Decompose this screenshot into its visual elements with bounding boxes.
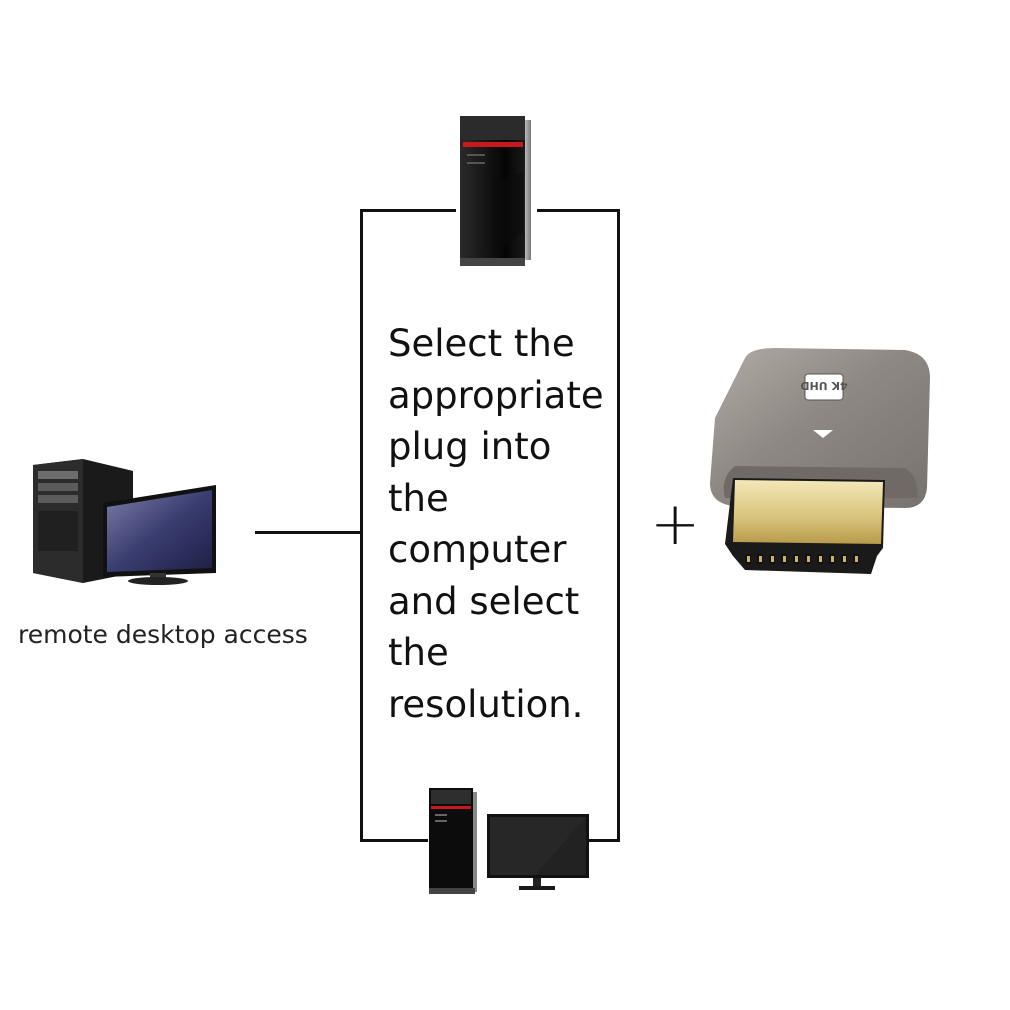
- adapter-badge: 4K UHD: [800, 379, 847, 392]
- instruction-line: computer: [388, 528, 567, 571]
- instruction-line: the: [388, 476, 449, 520]
- connector-top-left: [360, 209, 456, 212]
- instruction-text: Select the appropriate plug into the com…: [388, 318, 613, 730]
- remote-desktop-label: remote desktop access: [18, 620, 308, 649]
- hdmi-dummy-plug-icon: 4K UHD: [710, 348, 930, 574]
- plus-sign: +: [650, 489, 701, 559]
- pc-monitor-icon: [429, 788, 589, 894]
- instruction-line: appropriate: [388, 373, 604, 417]
- instruction-line: resolution.: [388, 682, 584, 726]
- connector-left-vertical: [360, 209, 363, 842]
- instruction-line: Select the: [388, 322, 575, 365]
- connector-top-right: [537, 209, 620, 212]
- instruction-line: the: [388, 631, 449, 674]
- connector-right-vertical: [617, 209, 620, 842]
- instruction-line: and select: [388, 579, 580, 623]
- desktop-computer-icon: [33, 459, 216, 585]
- connector-to-remote: [255, 531, 361, 534]
- tower-pc-icon: [460, 116, 531, 266]
- connector-bottom-right: [588, 839, 620, 842]
- instruction-line: plug into: [388, 425, 552, 468]
- connector-bottom-left: [360, 839, 428, 842]
